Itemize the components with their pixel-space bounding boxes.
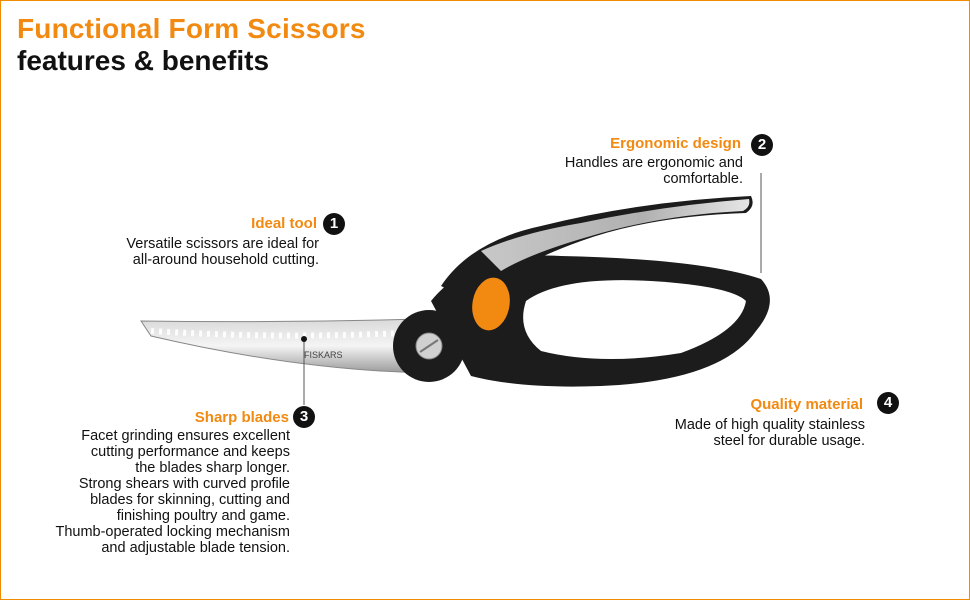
feature-title-quality-material: Quality material — [750, 396, 863, 413]
desc-line: finishing poultry and game. — [116, 508, 290, 524]
feature-number-3: 3 — [293, 406, 315, 428]
desc-line: all-around household cutting. — [132, 252, 319, 268]
desc-line: cutting performance and keeps — [90, 444, 290, 460]
lock-button — [469, 274, 513, 334]
feature-desc-ergonomic-design: Handles are ergonomic and comfortable. — [565, 155, 743, 187]
feature-desc-ideal-tool: Versatile scissors are ideal for all-aro… — [126, 236, 319, 268]
feature-desc-quality-material: Made of high quality stainless steel for… — [675, 417, 865, 449]
desc-line: Handles are ergonomic and — [564, 155, 743, 171]
blade — [140, 318, 432, 374]
feature-number-2: 2 — [751, 134, 773, 156]
desc-line: Strong shears with curved profile — [78, 476, 290, 492]
desc-line: comfortable. — [663, 171, 743, 187]
desc-line: Facet grinding ensures excellent — [81, 428, 290, 444]
desc-line: and adjustable blade tension. — [101, 540, 290, 556]
feature-title-sharp-blades: Sharp blades — [194, 409, 289, 426]
feature-desc-sharp-blades: Facet grinding ensures excellent cutting… — [55, 428, 290, 556]
desc-line: the blades sharp longer. — [135, 460, 290, 476]
desc-line: Thumb-operated locking mechanism — [55, 524, 290, 540]
desc-line: steel for durable usage. — [713, 433, 865, 449]
desc-line: blades for skinning, cutting and — [90, 492, 290, 508]
feature-title-ideal-tool: Ideal tool — [251, 215, 317, 232]
feature-number-4: 4 — [877, 392, 899, 414]
desc-line: Versatile scissors are ideal for — [126, 236, 319, 252]
desc-line: Made of high quality stainless — [674, 417, 865, 433]
page-subtitle: features & benefits — [17, 45, 270, 76]
brand-mark: FISKARS — [304, 350, 343, 360]
feature-title-ergonomic-design: Ergonomic design — [610, 135, 741, 152]
page-title: Functional Form Scissors — [17, 13, 366, 44]
feature-number-1: 1 — [323, 213, 345, 235]
